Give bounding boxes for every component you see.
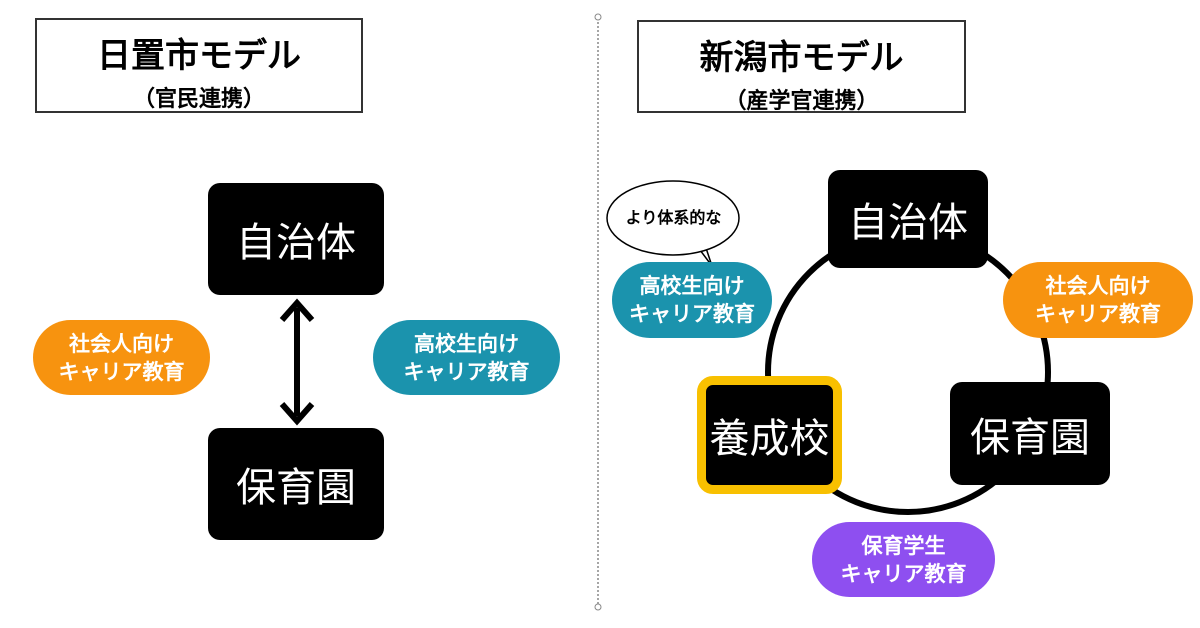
right-nursery-box: 保育園: [950, 382, 1110, 485]
childcare-student-career-pill: 保育学生キャリア教育: [812, 522, 995, 597]
training-school-box: 養成校: [697, 376, 842, 494]
right-title: 新潟市モデル: [699, 38, 904, 78]
divider-handle-top: [594, 13, 602, 21]
pill-line: 高校生向け: [414, 331, 519, 356]
pill-line: キャリア教育: [403, 359, 530, 384]
speech-bubble: [606, 180, 740, 267]
left-highschool-career-pill: 高校生向けキャリア教育: [373, 320, 560, 395]
left-adult-career-pill: 社会人向けキャリア教育: [33, 320, 210, 395]
right-highschool-career-pill: 高校生向けキャリア教育: [612, 262, 772, 338]
left-title-box: 日置市モデル （官民連携）: [35, 18, 363, 113]
right-adult-career-pill: 社会人向けキャリア教育: [1003, 262, 1193, 338]
left-title: 日置市モデル: [97, 36, 301, 76]
pill-line: 保育学生: [861, 533, 946, 558]
divider-handle-bottom: [594, 603, 602, 611]
pill-line: キャリア教育: [1035, 302, 1161, 326]
right-subtitle: （産学官連携）: [724, 89, 879, 114]
pill-line: 社会人向け: [69, 331, 174, 356]
double-arrow: [279, 298, 315, 426]
pill-line: キャリア教育: [840, 561, 967, 586]
pill-line: 社会人向け: [1045, 274, 1151, 298]
pill-line: キャリア教育: [58, 359, 185, 384]
right-municipality-box: 自治体: [828, 170, 988, 268]
left-municipality-box: 自治体: [208, 183, 384, 295]
pill-line: キャリア教育: [629, 302, 755, 326]
speech-bubble-text: より体系的な: [625, 208, 722, 227]
left-subtitle: （官民連携）: [132, 87, 265, 112]
pill-line: 高校生向け: [639, 274, 745, 298]
left-nursery-box: 保育園: [208, 428, 384, 540]
right-title-box: 新潟市モデル （産学官連携）: [637, 20, 966, 114]
